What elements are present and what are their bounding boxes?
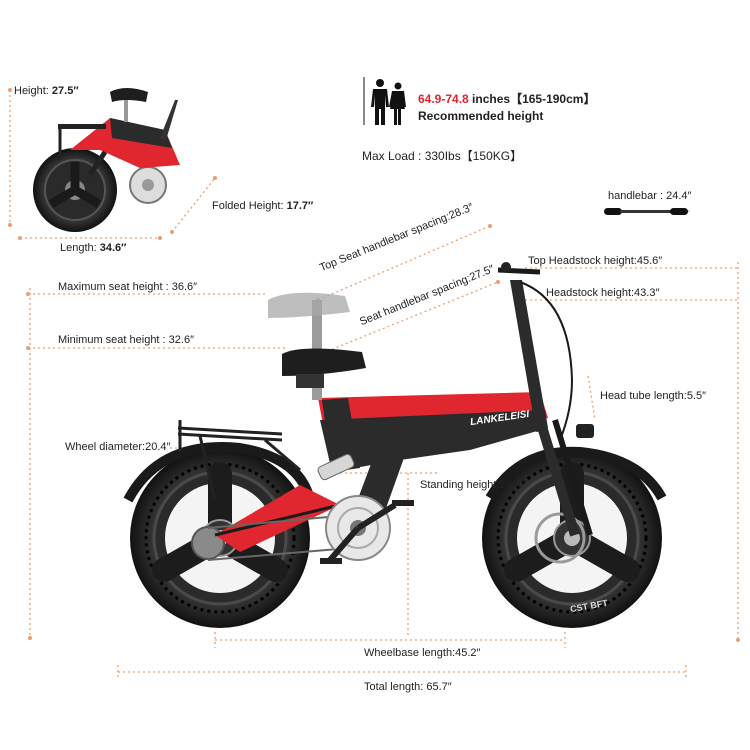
max-load-label: Max Load : 330Ibs【150KG】: [362, 149, 523, 163]
folded-height2-value: 17.7″: [286, 200, 314, 212]
wheelbase-label: Wheelbase length:45.2″: [364, 647, 481, 659]
headstock-label: Headstock height:43.3″: [546, 287, 660, 299]
folded-height2-caption: Folded Height:: [212, 200, 287, 212]
folded-height-diag-label: Folded Height: 17.7″: [212, 200, 313, 213]
rider-range-suffix: inches【165-190cm】: [468, 92, 596, 106]
folded-height-value: 27.5″: [51, 85, 79, 97]
recommended-height-label: Recommended height: [418, 109, 544, 123]
total-length-label: Total length: 65.7″: [364, 681, 452, 693]
wheel-diameter-label: Wheel diameter:20.4″: [65, 441, 171, 453]
folded-height-label: Height: 27.5″: [14, 85, 79, 98]
max-seat-height-label: Maximum seat height : 36.6″: [58, 281, 198, 293]
top-headstock-label: Top Headstock height:45.6″: [528, 255, 663, 267]
handlebar-label: handlebar : 24.4″: [608, 190, 692, 202]
head-tube-label: Head tube length:5.5″: [600, 390, 707, 402]
folded-height-caption: Height:: [14, 85, 52, 97]
rider-height-range: 64.9-74.8 inches【165-190cm】: [418, 93, 595, 106]
folded-length-caption: Length:: [60, 242, 100, 254]
rider-range-value: 64.9-74.8: [418, 92, 469, 106]
min-seat-height-label: Minimum seat height : 32.6″: [58, 334, 194, 346]
handlebar-icon: [604, 208, 690, 215]
main-bike-image: [123, 262, 667, 628]
folded-length-value: 34.6″: [99, 242, 127, 254]
folded-bike-image: [33, 88, 180, 232]
rider-silhouette-icon: [363, 77, 406, 125]
folded-length-label: Length: 34.6″: [60, 242, 126, 255]
standing-height-label: Standing height:24.4″: [420, 479, 525, 491]
